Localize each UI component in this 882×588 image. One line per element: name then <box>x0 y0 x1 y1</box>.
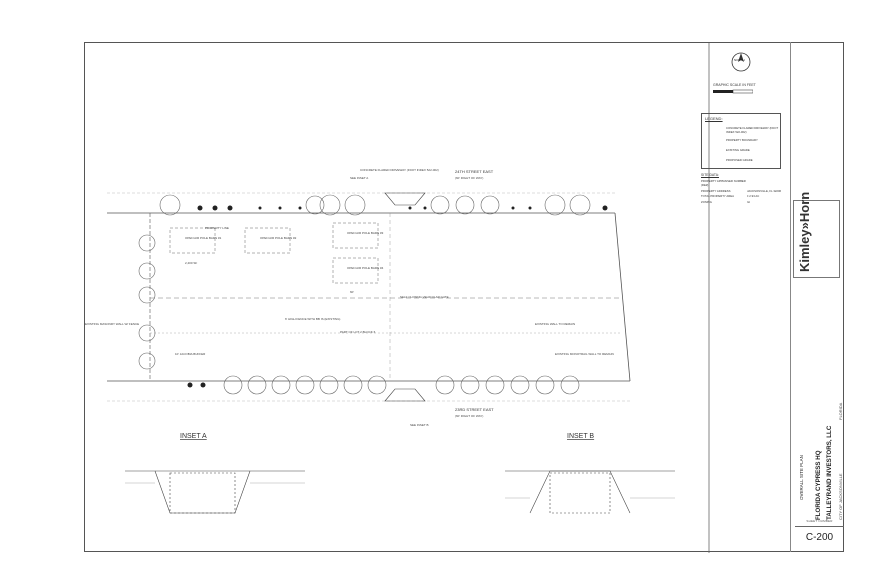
site-data-value: JACKSONVILLE, FL 32206 <box>747 188 782 193</box>
inset-a-title: INSET A <box>180 433 207 440</box>
scale-bar <box>713 89 753 94</box>
inset-b-drawing <box>505 470 675 514</box>
south-driveway <box>384 388 426 402</box>
legend: LEGEND: CONCRETE FLARED DRIVEWAY (FDOT I… <box>701 113 781 169</box>
north-driveway <box>384 192 426 206</box>
north-arrow-icon <box>731 52 751 72</box>
west-tree-column <box>138 234 156 370</box>
site-data-title: SITE DATA: <box>701 173 719 177</box>
sheet-title: OVERALL SITE PLAN <box>799 455 804 500</box>
legend-item: EXISTING GRADE <box>726 148 750 152</box>
project-name: FLORIDA CYPRESS HQ <box>815 450 822 520</box>
existing-wall-label: EXISTING WALL TO REMAIN <box>535 322 575 326</box>
dimension-label: 60' <box>350 290 354 294</box>
see-inset-a: SEE INSET A <box>350 176 368 180</box>
sheet-number-label: SHEET NUMBER <box>806 519 833 523</box>
barn-2-label: OPEN AIR POLE BARN #2 <box>260 236 297 240</box>
site-data-value: IH <box>747 199 750 204</box>
legend-item: PROPERTY BOUNDARY <box>726 138 758 142</box>
property-line-label: PROPERTY LINE <box>205 226 229 230</box>
site-data-value: ± 2.93 AC <box>747 194 760 198</box>
south-tree-row <box>223 375 580 395</box>
inset-b-title: INSET B <box>567 433 594 440</box>
title-block-divider <box>790 42 791 552</box>
driveway-north-label: CONCRETE FLARED DRIVEWAY (FDOT INDEX 522… <box>360 168 439 172</box>
fence-label: 6' HIGH FENCE WITH BB IS (EXISTING) <box>285 317 340 321</box>
inset-a-drawing <box>125 470 305 514</box>
scale-label: GRAPHIC SCALE IN FEET <box>713 83 756 87</box>
brand-logo: Kimley»Horn <box>797 191 812 272</box>
legend-item: PROPOSED GRADE <box>726 158 753 162</box>
street-north: 24TH STREET EAST <box>455 169 494 174</box>
logo-box <box>793 200 840 278</box>
north-label: NORTH <box>734 58 745 62</box>
pole-barn-3 <box>332 222 379 249</box>
drawing-sheet: OPEN AIR POLE BARN #1 OPEN AIR POLE BARN… <box>84 42 844 553</box>
barn-3-label: OPEN AIR POLE BARN #3 <box>347 231 384 235</box>
site-data-key: TOTAL PROPERTY AREA <box>701 194 734 198</box>
lot-label: PART OF LOT 2 BLOCK 6 <box>340 330 376 334</box>
city-name: CITY OF JACKSONVILLE <box>838 473 843 520</box>
pole-barn-2 <box>244 227 291 254</box>
site-plan-drawing: OPEN AIR POLE BARN #1 OPEN AIR POLE BARN… <box>85 43 710 553</box>
site-data-key: ZONING <box>701 199 712 204</box>
barn-4-label: OPEN AIR POLE BARN #4 <box>347 266 384 270</box>
barn-1-label: OPEN AIR POLE BARN #1 <box>185 236 222 240</box>
state-name: FLORIDA <box>838 402 843 420</box>
legend-title: LEGEND: <box>705 116 723 121</box>
barn-area-label: 2,400 SF <box>185 261 197 265</box>
owner-name: TALLEYRAND INVESTORS, LLC <box>826 425 833 520</box>
street-north-row: (60' RIGHT OF WAY) <box>455 176 483 180</box>
monotrail-wall-label: EXISTING MONOTRAIL WALL TO REMAIN <box>555 352 614 356</box>
pole-barn-1 <box>169 227 216 254</box>
street-south: 23RD STREET EAST <box>455 407 494 412</box>
site-data-key: PROPERTY ADDRESS <box>701 188 731 193</box>
see-inset-b: SEE INSET B <box>410 423 428 427</box>
sheet-number: C-200 <box>795 526 844 549</box>
north-utility-points <box>197 205 608 211</box>
pole-barn-4 <box>332 257 379 284</box>
gate-label: SELF CLOSING VEHICULAR GATE <box>400 295 449 299</box>
site-data: SITE DATA: PROPERTY APPRAISER NUMBER (RE… <box>701 173 783 205</box>
site-data-key: PROPERTY APPRAISER NUMBER (RE#) <box>701 179 746 187</box>
legend-item: CONCRETE FLARED DRIVEWAY (FDOT INDEX 522… <box>726 126 779 134</box>
buffer-label: 10' JACOBIA BUFFER <box>175 352 206 356</box>
masonry-wall-label: EXISTING MASONRY WALL W/ FENCE <box>85 322 139 326</box>
south-utility-points <box>187 382 206 388</box>
street-south-row: (60' RIGHT OF WAY) <box>455 414 483 418</box>
north-tree-row <box>159 194 591 216</box>
